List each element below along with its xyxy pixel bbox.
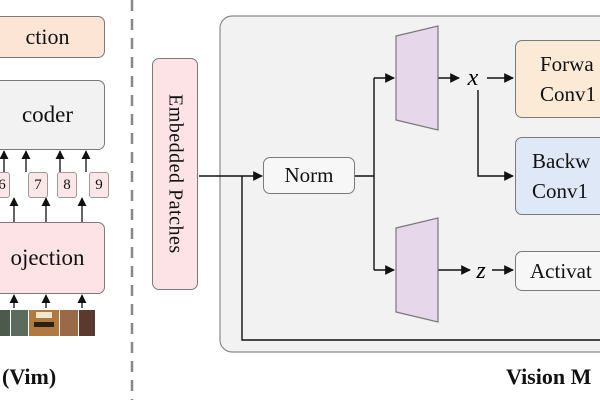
z-label: z (475, 258, 486, 284)
x-projection-trapezoid (395, 25, 439, 131)
backward-label-line-1: Backw (532, 149, 591, 173)
arrow-x-to-backward (477, 90, 514, 181)
projection-label: ojection (10, 245, 85, 270)
backward-label-line-2: Conv1 (532, 179, 589, 203)
residual-connection (241, 176, 600, 341)
embedded-patches-box: Embedded Patches (152, 58, 198, 290)
vim-caption: (Vim) (2, 364, 57, 389)
x-label: x (467, 65, 479, 91)
forward-label-line-1: Forwa (540, 52, 594, 76)
embedded-patches-label: Embedded Patches (164, 94, 187, 254)
norm-label: Norm (284, 163, 334, 187)
token-6: 6 (0, 172, 10, 198)
norm-box: Norm (263, 157, 355, 194)
z-projection-trapezoid (395, 217, 439, 323)
top-box-label: ction (25, 24, 70, 49)
encoder-box: coder (0, 80, 105, 150)
token-8: 8 (57, 172, 77, 198)
backward-conv-box: Backw Conv1 (515, 137, 600, 215)
projection-box: ojection (0, 222, 105, 294)
image-patches (0, 310, 95, 336)
vision-mamba-caption: Vision M (506, 364, 592, 389)
forward-conv-box: Forwa Conv1 (515, 40, 600, 118)
token-7: 7 (28, 172, 48, 198)
token-9: 9 (89, 172, 109, 198)
encoder-label: coder (21, 102, 74, 127)
activation-label: Activat (530, 258, 592, 283)
activation-box: Activat (515, 251, 600, 291)
top-box: ction (0, 16, 105, 58)
forward-label-line-2: Conv1 (540, 82, 597, 106)
